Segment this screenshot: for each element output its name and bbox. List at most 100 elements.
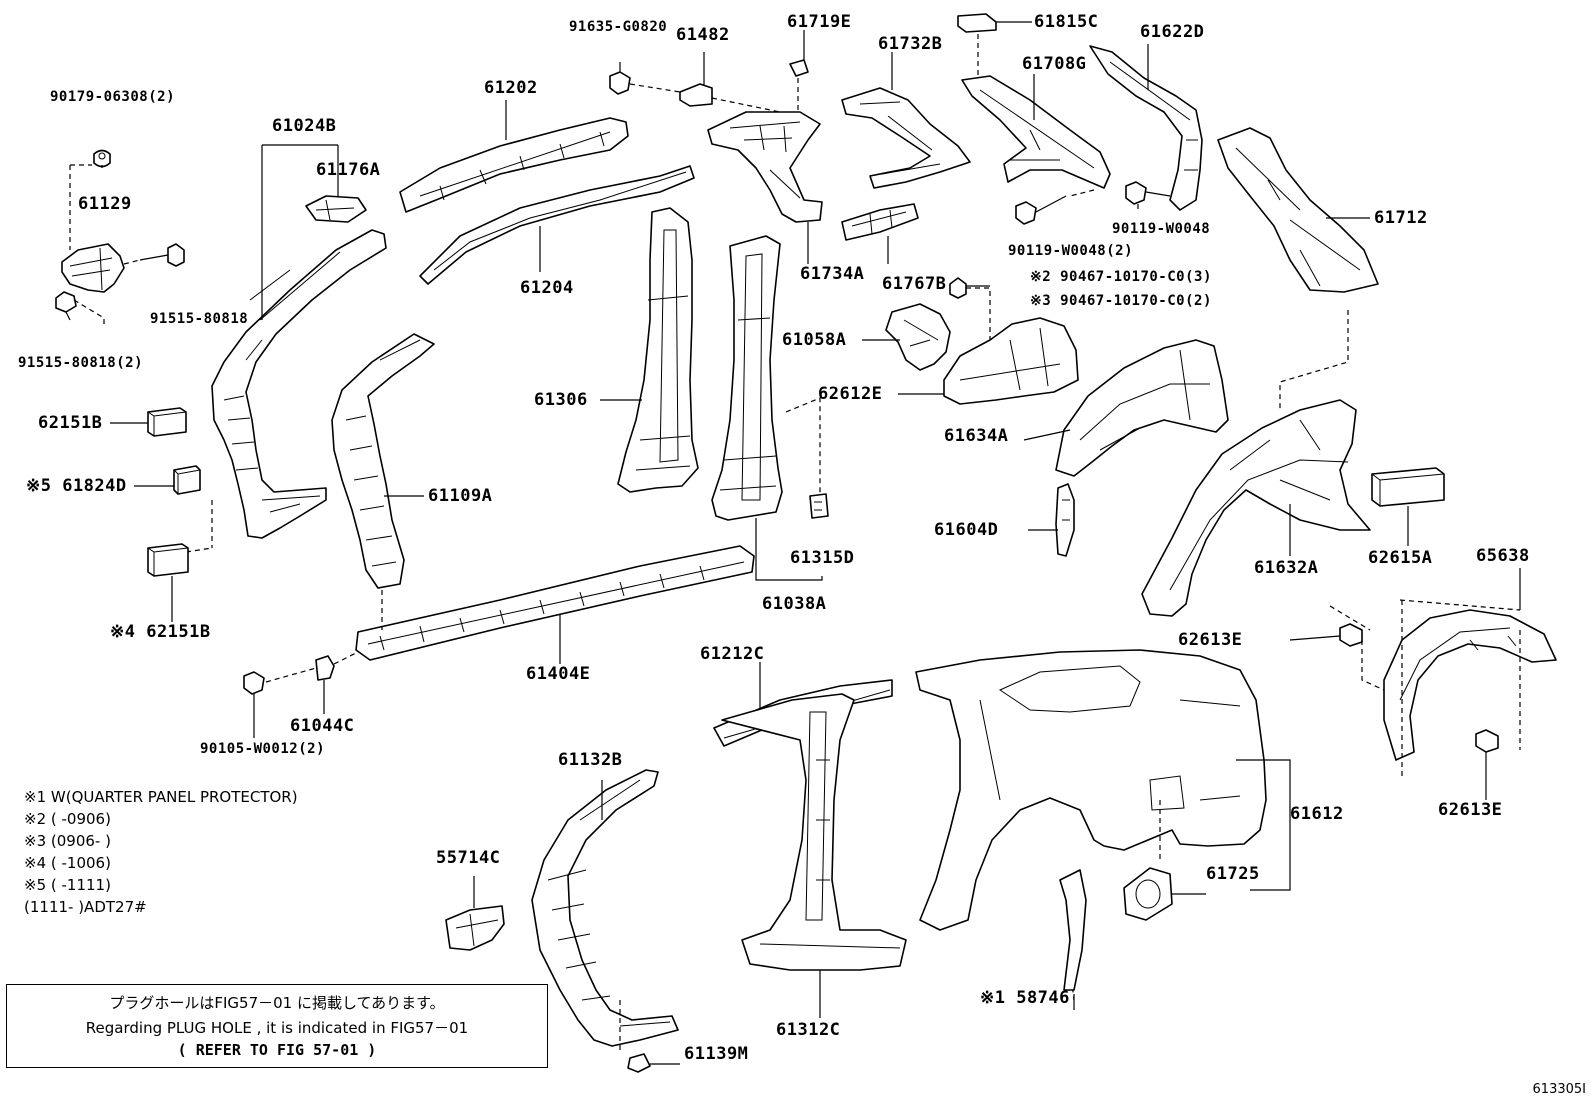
legend-line-1: ※1 W(QUARTER PANEL PROTECTOR) [24, 788, 298, 806]
clip-61719E [789, 30, 809, 77]
bolt-91515-a [139, 243, 185, 267]
bracket-61058A [862, 303, 951, 371]
legend-line-2: ※2 ( -0906) [24, 810, 111, 828]
bracket-55714C [445, 876, 505, 951]
label-61139M: 61139M [684, 1044, 749, 1064]
label-90467-a: ※2 90467-10170-C0(3) [1030, 269, 1212, 285]
pad-62615A [1371, 467, 1445, 546]
label-90119-W0048-2: 90119-W0048(2) [1008, 243, 1134, 259]
label-61306: 61306 [534, 390, 588, 410]
label-61058A: 61058A [782, 330, 847, 350]
panel-61708G [961, 74, 1111, 189]
pillar-61132B [531, 769, 679, 1047]
roof-rail-61202 [399, 100, 629, 213]
gusset-61176A [305, 195, 367, 223]
bracket-61604D [1028, 483, 1075, 557]
nut-90179 [93, 149, 111, 168]
label-90467-b: ※3 90467-10170-C0(2) [1030, 293, 1212, 309]
label-61734A: 61734A [800, 264, 865, 284]
label-61634A: 61634A [944, 426, 1009, 446]
label-61132B: 61132B [558, 750, 623, 770]
label-61712: 61712 [1374, 208, 1428, 228]
bracket-61482 [679, 52, 713, 107]
pillar-61312C [721, 693, 907, 1018]
label-61604D: 61604D [934, 520, 999, 540]
label-61708G: 61708G [1022, 54, 1087, 74]
panel-61732B [841, 52, 971, 189]
bracket-61129 [61, 243, 125, 293]
label-61202: 61202 [484, 78, 538, 98]
label-62151B-b: ※4 62151B [110, 622, 211, 642]
label-65638: 65638 [1476, 546, 1530, 566]
rocker-61404E [355, 545, 755, 664]
label-61212C: 61212C [700, 644, 765, 664]
label-61767B: 61767B [882, 274, 947, 294]
label-62615A: 62615A [1368, 548, 1433, 568]
pillar-61306 [600, 207, 699, 493]
roof-rail-61204 [419, 165, 695, 285]
pad-61824D [134, 465, 201, 495]
pillar-inner-61109A [331, 333, 435, 589]
clip-91635 [609, 62, 631, 95]
label-61312C: 61312C [776, 1020, 841, 1040]
label-61204: 61204 [520, 278, 574, 298]
label-90119-W0048: 90119-W0048 [1112, 221, 1211, 237]
note-line-jp: プラグホールはFIG57－01 に掲載してあります。 [109, 994, 445, 1012]
pad-62151B-b [147, 543, 189, 622]
clip-61044C [315, 655, 335, 714]
label-61404E: 61404E [526, 664, 591, 684]
nut-90467 [949, 277, 990, 299]
label-62151B-a: 62151B [38, 413, 103, 433]
bracket-61315D [809, 493, 829, 519]
label-61129: 61129 [78, 194, 132, 214]
figure-number: 613305I [1532, 1082, 1586, 1097]
bolt-91515-b [55, 291, 77, 321]
label-90179-06308: 90179-06308(2) [50, 89, 176, 105]
legend-line-6: (1111- )ADT27# [24, 898, 147, 916]
extension-62612E [898, 317, 1079, 405]
pillar-61038A [711, 235, 783, 521]
fuel-lid-61725 [1123, 867, 1206, 921]
pad-62151B-a [110, 407, 187, 437]
label-61632A: 61632A [1254, 558, 1319, 578]
label-91635-G0820: 91635-G0820 [569, 19, 668, 35]
wheelhouse-61632A [1141, 399, 1371, 617]
protector-58746 [1059, 869, 1087, 1010]
clip-62613E-b [1475, 729, 1499, 800]
label-62613E-a: 62613E [1178, 630, 1243, 650]
legend-line-4: ※4 ( -1006) [24, 854, 111, 872]
pillar-61024B [211, 229, 387, 539]
label-61612: 61612 [1290, 804, 1344, 824]
label-61482: 61482 [676, 25, 730, 45]
label-55714C: 55714C [436, 848, 501, 868]
note-line-en: Regarding PLUG HOLE , it is indicated in… [85, 1019, 469, 1037]
label-61824D: ※5 61824D [26, 476, 127, 496]
panel-61712 [1217, 127, 1379, 293]
label-61719E: 61719E [787, 12, 852, 32]
bracket-61767B [841, 203, 919, 264]
label-61038A: 61038A [762, 594, 827, 614]
label-91515-80818-2: 91515-80818(2) [18, 355, 144, 371]
label-90105-W0012: 90105-W0012(2) [200, 741, 326, 757]
label-61622D: 61622D [1140, 22, 1205, 42]
bolt-90119-a [1015, 195, 1067, 225]
label-61315D: 61315D [790, 548, 855, 568]
label-61109A: 61109A [428, 486, 493, 506]
label-58746: ※1 58746 [980, 988, 1070, 1008]
label-62612E: 62612E [818, 384, 883, 404]
label-61725: 61725 [1206, 864, 1260, 884]
bolt-90105 [243, 671, 265, 738]
plug-hole-note: プラグホールはFIG57－01 に掲載してあります。 Regarding PLU… [6, 984, 548, 1068]
liner-65638 [1383, 568, 1557, 761]
label-61732B: 61732B [878, 34, 943, 54]
clip-62613E-a [1289, 623, 1363, 647]
legend-line-3: ※3 (0906- ) [24, 832, 111, 850]
wheelhouse-61634A [1023, 339, 1229, 477]
panel-61622D [1089, 44, 1203, 211]
quarter-panel-61612 [915, 649, 1291, 931]
clip-61139M [627, 1053, 680, 1073]
reinforce-61734A [707, 111, 823, 264]
pad-61815C [957, 13, 1032, 33]
bolt-90119-b [1125, 181, 1171, 205]
